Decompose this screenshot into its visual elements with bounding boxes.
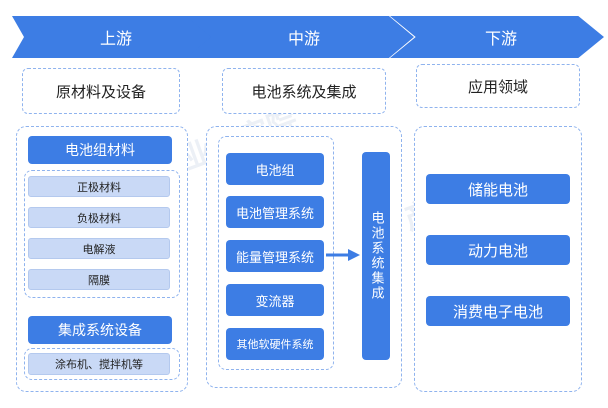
component-item: 变流器 — [226, 284, 324, 316]
midstream-header: 电池系统及集成 — [222, 68, 386, 114]
equipment-item: 涂布机、搅拌机等 — [28, 353, 170, 375]
stage-midstream-label: 中游 — [287, 29, 320, 48]
stage-downstream-label: 下游 — [484, 29, 517, 48]
material-item: 负极材料 — [28, 207, 170, 228]
system-integration-box: 电池系统集成 — [362, 152, 390, 360]
application-item: 动力电池 — [426, 235, 570, 265]
downstream-header: 应用领域 — [416, 64, 580, 108]
component-item: 能量管理系统 — [226, 240, 324, 272]
material-item: 隔膜 — [28, 269, 170, 290]
material-item: 正极材料 — [28, 176, 170, 197]
battery-materials-title: 电池组材料 — [28, 136, 172, 164]
stage-midstream-banner: 中游 — [186, 16, 414, 58]
stage-upstream-label: 上游 — [99, 29, 132, 48]
component-item: 其他软硬件系统 — [226, 328, 324, 360]
component-item: 电池管理系统 — [226, 196, 324, 228]
stage-downstream-banner: 下游 — [390, 16, 604, 58]
stage-upstream-banner: 上游 — [12, 16, 212, 58]
arrow-right-icon — [326, 249, 360, 261]
application-item: 消费电子电池 — [426, 296, 570, 326]
component-item: 电池组 — [226, 153, 324, 185]
upstream-header: 原材料及设备 — [22, 68, 180, 114]
application-item: 储能电池 — [426, 174, 570, 204]
material-item: 电解液 — [28, 238, 170, 259]
integration-equipment-title: 集成系统设备 — [28, 316, 172, 344]
